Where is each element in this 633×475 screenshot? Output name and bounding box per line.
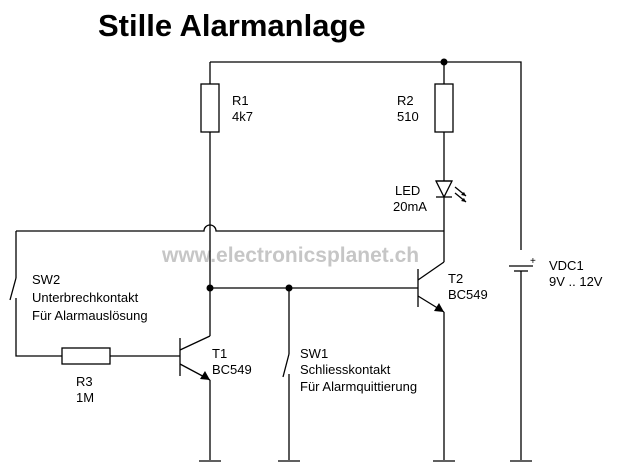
led-diode: LED 20mA [393, 180, 467, 262]
battery-vdc1: + VDC1 9V .. 12V [509, 256, 603, 460]
sw1-line1: Schliesskontakt [300, 362, 391, 377]
t2-value: BC549 [448, 287, 488, 302]
vdc1-value: 9V .. 12V [549, 274, 603, 289]
sw2-name: SW2 [32, 272, 60, 287]
r2-name: R2 [397, 93, 414, 108]
t1-name: T1 [212, 346, 227, 361]
sw2-line1: Unterbrechkontakt [32, 290, 139, 305]
top-rail [210, 58, 522, 250]
vdc1-plus: + [530, 256, 536, 267]
watermark: www.electronicsplanet.ch [161, 244, 419, 267]
r1-value: 4k7 [232, 109, 253, 124]
r3-name: R3 [76, 374, 93, 389]
sw2-line2: Für Alarmauslösung [32, 308, 148, 323]
led-name: LED [395, 183, 420, 198]
switch-sw2: SW2 Unterbrechkontakt Für Alarmauslösung [9, 231, 148, 357]
junction-dot-t1-collector [206, 284, 214, 292]
transistor-t2: T2 BC549 [417, 261, 488, 460]
vdc1-name: VDC1 [549, 258, 584, 273]
diagram-title: Stille Alarmanlage [98, 8, 366, 43]
wire-sw2-top [16, 224, 444, 232]
resistor-r2: R2 510 [397, 62, 454, 181]
led-value: 20mA [393, 199, 427, 214]
t1-value: BC549 [212, 362, 252, 377]
wire-collector-t1 [206, 229, 418, 336]
t2-name: T2 [448, 271, 463, 286]
sw1-name: SW1 [300, 346, 328, 361]
resistor-r3: R3 1M [61, 347, 180, 405]
sw1-line2: Für Alarmquittierung [300, 379, 417, 394]
resistor-r1: R1 4k7 [200, 62, 253, 229]
r2-value: 510 [397, 109, 419, 124]
transistor-t1: T1 BC549 [179, 335, 252, 460]
r1-name: R1 [232, 93, 249, 108]
r3-value: 1M [76, 390, 94, 405]
switch-sw1: SW1 Schliesskontakt Für Alarmquittierung [282, 288, 417, 460]
